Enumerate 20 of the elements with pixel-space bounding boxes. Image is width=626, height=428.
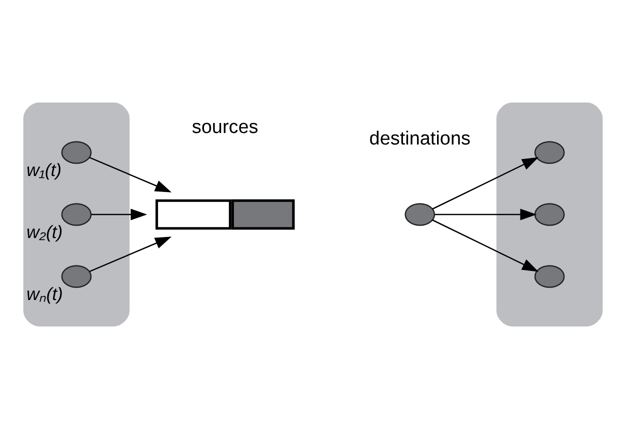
node-label: w₁(t)	[26, 160, 62, 180]
arrow	[432, 156, 539, 210]
node-circle	[61, 264, 92, 288]
cluster	[23, 102, 130, 326]
node-circle	[534, 140, 565, 164]
node-circle	[534, 202, 565, 226]
node-label: w₂(t)	[26, 222, 63, 242]
node-circle	[61, 202, 92, 226]
node-circle	[404, 202, 436, 226]
arrow	[89, 236, 172, 272]
cluster	[496, 102, 603, 326]
node-circle	[534, 264, 565, 288]
node-circle	[61, 140, 92, 164]
arrow	[434, 208, 537, 220]
arrow	[432, 218, 539, 272]
node-label: wₙ(t)	[26, 284, 63, 304]
label: sources	[192, 116, 258, 138]
arrow	[89, 156, 172, 192]
label: destinations	[369, 128, 471, 149]
arrow	[91, 208, 148, 220]
